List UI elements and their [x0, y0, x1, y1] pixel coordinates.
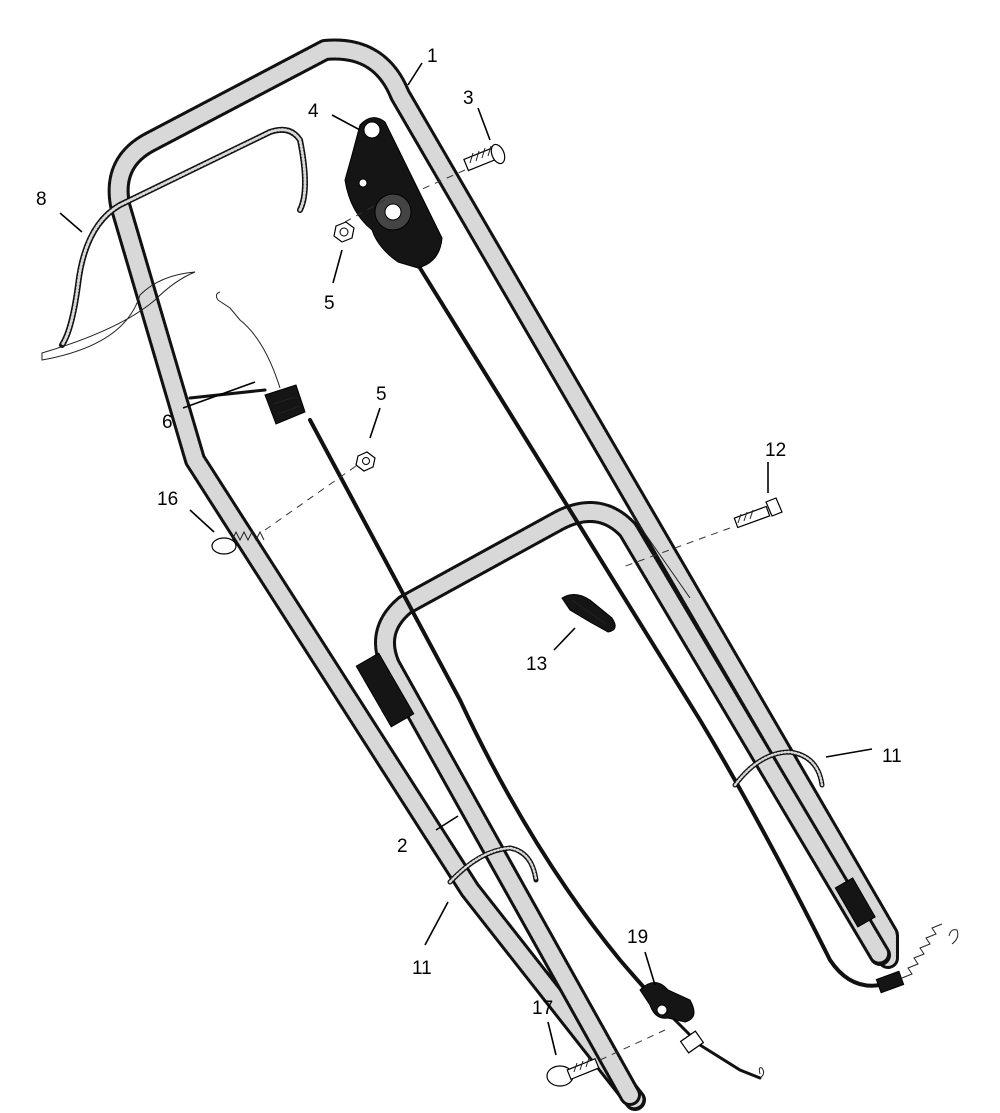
bolt-part-12: [619, 497, 783, 569]
callout-1: 1: [427, 46, 438, 67]
cable-tie-part-11-right: [732, 749, 825, 788]
callout-5a: 5: [324, 293, 335, 314]
control-bracket-part-4: [344, 117, 443, 269]
carriage-bolt-part-17: [546, 1029, 666, 1087]
bail-part-8: [41, 126, 308, 361]
callout-3: 3: [463, 88, 474, 109]
callout-11a: 11: [882, 746, 902, 767]
callout-labels: 1 2 3 4 5 5 6 8 11 11 12 13 16 17 19: [36, 46, 902, 1019]
wing-nut-part-19: [639, 982, 695, 1023]
cable-tie-part-11-left: [447, 845, 539, 885]
callout-19: 19: [627, 927, 648, 948]
callout-11b: 11: [412, 958, 432, 979]
callout-13: 13: [526, 654, 547, 675]
callout-5b: 5: [376, 384, 387, 405]
callout-4: 4: [308, 101, 319, 122]
callout-6: 6: [162, 412, 173, 433]
callout-16: 16: [157, 489, 178, 510]
knob-part-13: [561, 594, 616, 633]
leader-lines: [59, 62, 873, 1056]
screw-part-3: [419, 143, 506, 191]
callout-2: 2: [397, 836, 408, 857]
callout-8: 8: [36, 189, 47, 210]
control-cable: [308, 258, 959, 1080]
cable-clip-part-6: [188, 291, 306, 425]
callout-12: 12: [765, 440, 786, 461]
eyebolt-part-16: [211, 465, 357, 555]
hex-nut-part-5: [333, 221, 376, 472]
lower-handle: [355, 501, 891, 1106]
upper-handle: [107, 38, 899, 1111]
callout-17: 17: [532, 998, 553, 1019]
